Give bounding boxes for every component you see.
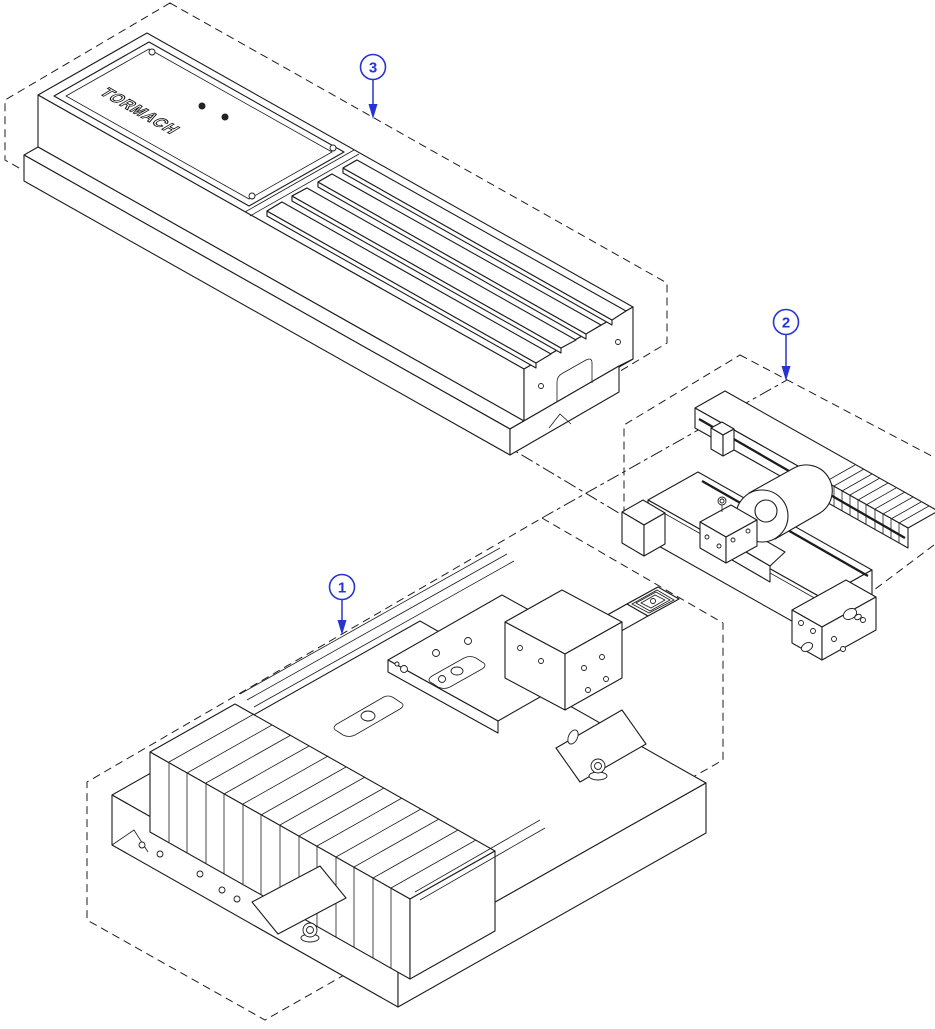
arrow-head xyxy=(337,620,347,635)
mount-foot-right xyxy=(555,709,647,783)
slide-opening xyxy=(333,695,404,737)
callout-1: 1 xyxy=(328,573,356,635)
mount-foot-left xyxy=(251,865,347,943)
assembly-1-linear-stage xyxy=(111,547,707,1008)
plate-screw xyxy=(221,113,229,121)
motor-mount-block xyxy=(504,589,623,711)
arrow-head xyxy=(368,104,378,119)
screw-end-pin xyxy=(842,608,858,620)
screw-end-pin-bore xyxy=(854,613,862,621)
assembly-2-cross-slide xyxy=(621,390,935,661)
accordion-bellows xyxy=(149,703,496,980)
tslot-rails xyxy=(266,159,627,369)
way-edges xyxy=(414,819,546,901)
callout-2-number: 2 xyxy=(782,315,790,332)
callout-2: 2 xyxy=(772,308,800,381)
limit-switch-box xyxy=(699,496,758,564)
callout-3: 3 xyxy=(359,53,387,119)
callout-3-number: 3 xyxy=(369,60,377,77)
bounding-box-1 xyxy=(86,517,724,1021)
end-plate-notch xyxy=(538,339,621,429)
rear-rail-edges xyxy=(239,547,515,708)
callout-1-number: 1 xyxy=(338,580,346,597)
assembly-3-tslot-table: TORMACH xyxy=(23,32,634,456)
arrow-head xyxy=(781,366,791,381)
mount-bracket xyxy=(791,579,877,661)
plate-screw xyxy=(198,102,206,110)
